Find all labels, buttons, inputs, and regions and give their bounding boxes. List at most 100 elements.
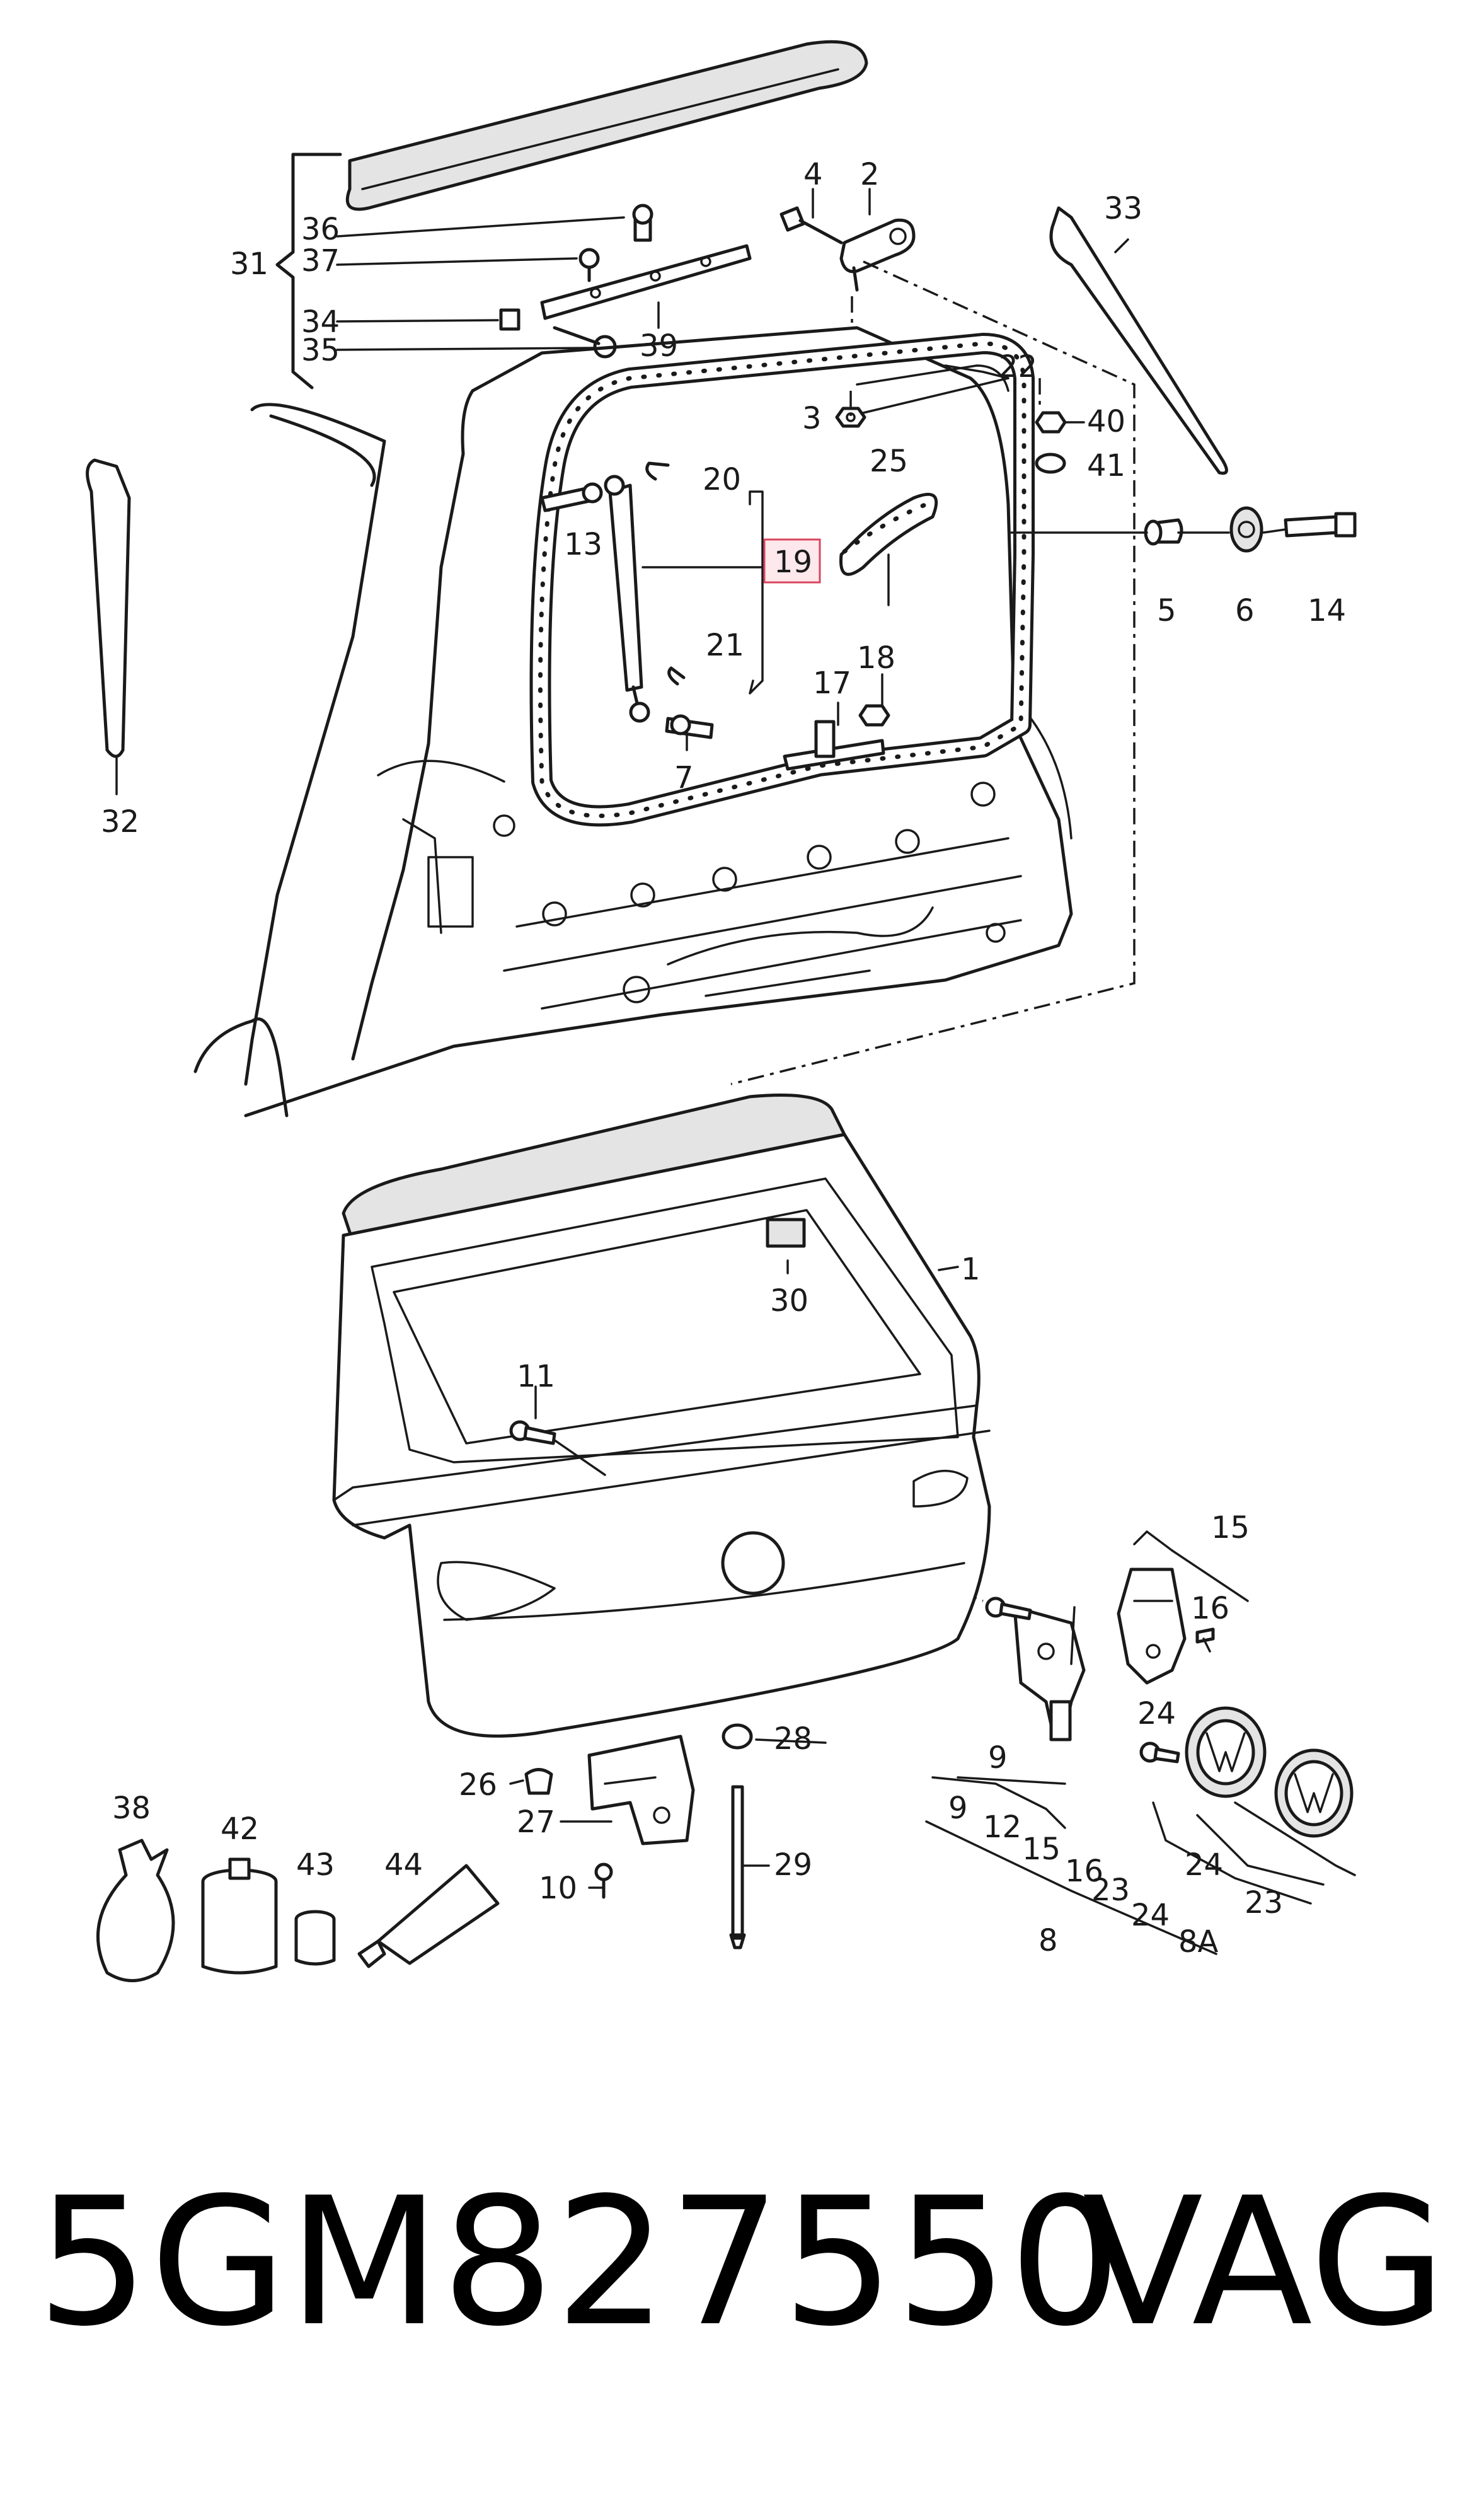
- callout-5: 5: [1157, 593, 1176, 628]
- callout-25: 25: [870, 444, 908, 479]
- lock-15: [1117, 1568, 1187, 1685]
- cap-26: [524, 1768, 553, 1795]
- callout-29: 29: [774, 1847, 812, 1883]
- can-42: [201, 1857, 278, 1975]
- nut-3: [835, 407, 866, 428]
- callout-20: 20: [703, 462, 741, 497]
- callout-11: 11: [517, 1359, 555, 1394]
- callout-22: 22: [999, 349, 1037, 384]
- bracket-31: [275, 153, 342, 390]
- emblem-24: [1185, 1706, 1267, 1798]
- callout-32: 32: [101, 804, 139, 840]
- callout-9: 9: [988, 1740, 1008, 1776]
- callout-6: 6: [1235, 593, 1255, 628]
- callout-23-emblem: 23: [1245, 1885, 1283, 1920]
- callout-44: 44: [384, 1847, 423, 1883]
- callout-30: 30: [770, 1283, 808, 1319]
- callout-15-group: 15: [1022, 1832, 1061, 1867]
- callout-38: 38: [112, 1791, 151, 1826]
- callout-28: 28: [774, 1721, 812, 1757]
- callout-42: 42: [221, 1811, 259, 1847]
- callout-1: 1: [961, 1252, 981, 1287]
- clip-20: [645, 461, 670, 481]
- callout-10: 10: [539, 1871, 577, 1906]
- brand-name: VAG: [1082, 2160, 1446, 2365]
- sticker-30: [766, 1218, 806, 1248]
- callout-43: 43: [296, 1847, 335, 1883]
- trim-32: [86, 458, 131, 795]
- callout-16: 16: [1191, 1591, 1229, 1626]
- callout-35: 35: [301, 333, 340, 368]
- grommet-28: [722, 1723, 753, 1750]
- callout-39: 39: [640, 328, 678, 364]
- callout-12: 12: [983, 1810, 1021, 1845]
- grommet-6: [1229, 506, 1263, 553]
- callout-8: 8: [1038, 1923, 1058, 1958]
- clip-34: [499, 308, 521, 331]
- ball-stud-13: [540, 482, 603, 512]
- gas-strut-19: [604, 475, 650, 723]
- footer: 5GM827550 VAG: [0, 2168, 1484, 2357]
- nut-40: [1035, 411, 1067, 434]
- callout-33: 33: [1104, 191, 1142, 226]
- callout-18: 18: [857, 640, 895, 676]
- bolt-14: [1284, 512, 1357, 538]
- callout-34: 34: [301, 304, 340, 340]
- spoiler-bracket-39: [540, 244, 752, 320]
- cable-25: [839, 492, 938, 576]
- assembly-guide-line: [730, 260, 1136, 1085]
- callout-37: 37: [301, 243, 340, 279]
- lock-27: [587, 1735, 695, 1845]
- emblem-23: [1274, 1748, 1354, 1838]
- clip-21: [667, 666, 686, 686]
- callout-36: 36: [301, 212, 340, 247]
- callout-31: 31: [230, 246, 268, 282]
- callout-4: 4: [803, 157, 823, 192]
- nut-18: [858, 704, 890, 727]
- callout-8a: 8A: [1178, 1924, 1219, 1960]
- part-number: 5GM827550: [37, 2160, 1123, 2365]
- callout-41: 41: [1087, 448, 1125, 483]
- callout-19-highlight: [763, 538, 821, 584]
- grommet-41: [1035, 453, 1066, 474]
- striker-17: [783, 720, 885, 771]
- callout-9-group: 9: [948, 1791, 968, 1826]
- tube-44: [357, 1864, 500, 1968]
- callout-13: 13: [564, 527, 602, 562]
- screw-16: [1195, 1627, 1215, 1644]
- callout-23: 23: [1091, 1873, 1130, 1908]
- callout-19: 19: [774, 545, 812, 580]
- callout-15: 15: [1211, 1510, 1250, 1545]
- screw-9: [985, 1597, 1032, 1620]
- screw-10: [594, 1862, 613, 1899]
- callout-24: 24: [1137, 1696, 1176, 1731]
- callout-24-emblem: 24: [1185, 1847, 1223, 1883]
- bolt-36: [632, 204, 653, 242]
- callout-2: 2: [860, 157, 880, 192]
- screw-24: [1139, 1741, 1180, 1764]
- callout-17: 17: [813, 666, 851, 701]
- bolt-4: [779, 206, 843, 245]
- callout-21: 21: [706, 628, 744, 663]
- callout-40: 40: [1087, 404, 1125, 439]
- bag-38: [96, 1839, 175, 1982]
- trim-33: [1049, 206, 1228, 475]
- lock-actuator-9: [1013, 1605, 1086, 1741]
- callout-16-group: 16: [1065, 1854, 1103, 1889]
- ball-stud-7: [665, 714, 714, 739]
- hinge-2: [839, 218, 916, 292]
- callout-14: 14: [1308, 593, 1346, 628]
- callout-24-group: 24: [1131, 1898, 1170, 1933]
- callout-7: 7: [674, 760, 694, 795]
- can-43: [294, 1910, 336, 1966]
- callout-3: 3: [802, 401, 822, 436]
- callout-26: 26: [459, 1767, 497, 1803]
- screw-37: [578, 248, 600, 282]
- screw-11: [509, 1420, 606, 1476]
- spacer-5: [1144, 518, 1183, 546]
- door-seal-22: [529, 333, 1035, 827]
- car-body: [193, 326, 1073, 1117]
- callout-27: 27: [517, 1804, 555, 1840]
- roof-spoiler: [345, 40, 868, 211]
